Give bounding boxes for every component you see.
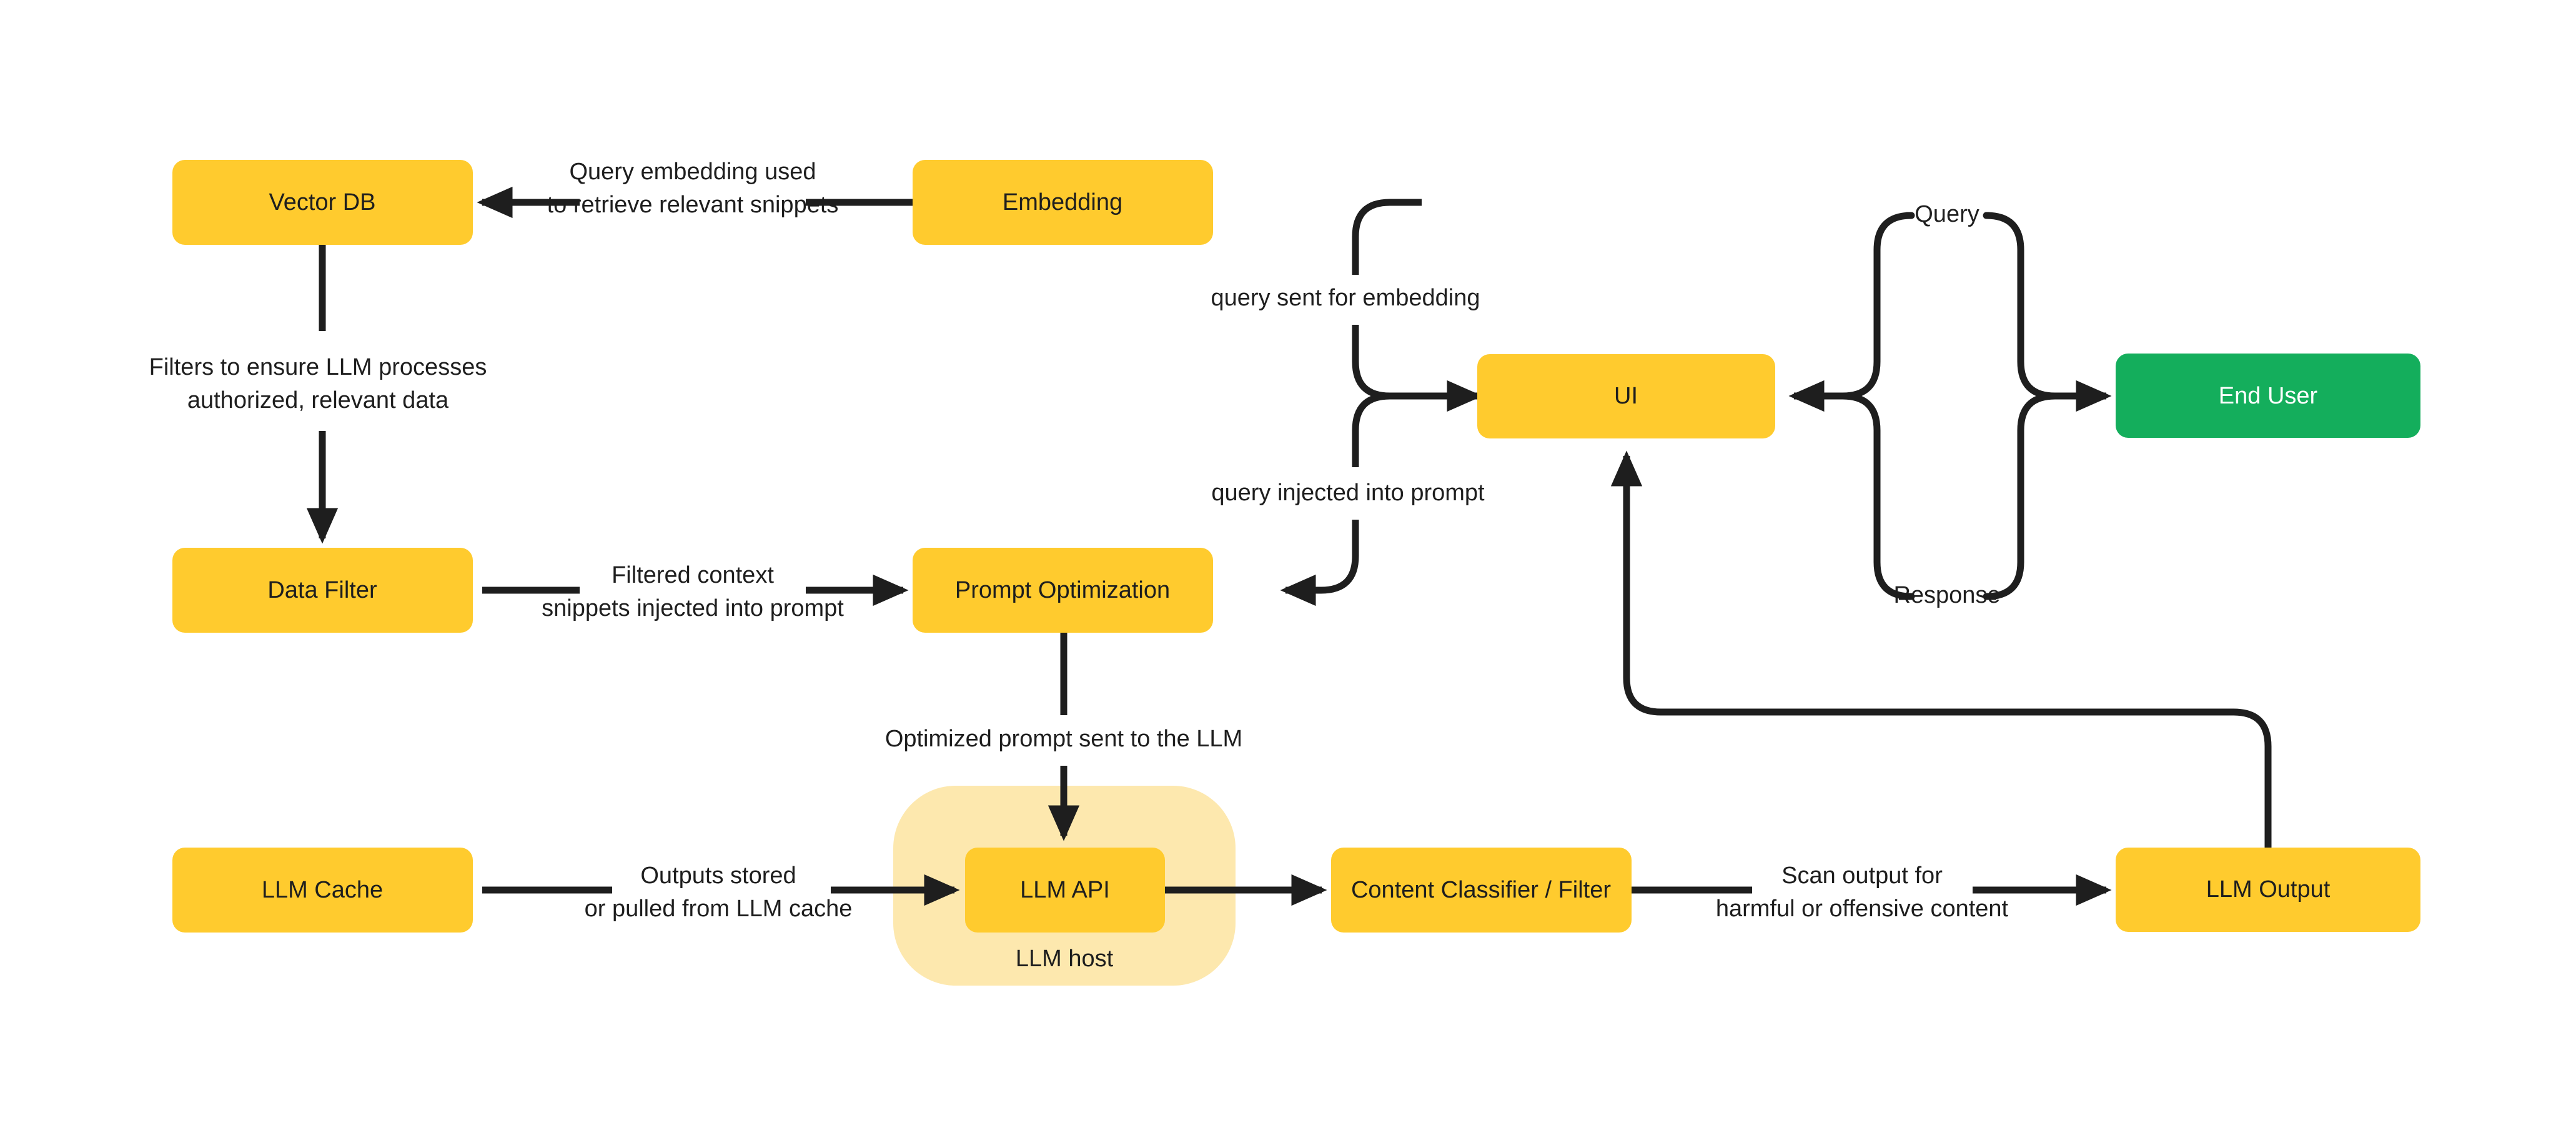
edge-ui-response-to-end-user-right	[1983, 392, 2097, 600]
edge-end-user-query-to-ui	[1794, 212, 1915, 400]
edge-label-line: Response	[1893, 582, 2000, 608]
node-llm-cache[interactable]: LLM Cache	[172, 848, 473, 933]
edge-label-line: Query	[1915, 201, 1979, 227]
edge-label-line: Optimized prompt sent to the LLM	[885, 726, 1242, 752]
edge-ui-response-to-end-user	[1794, 392, 1915, 600]
edge-llm-output-to-ui	[1610, 450, 2272, 848]
node-vector-db[interactable]: Vector DB	[172, 160, 473, 245]
llm-output-box[interactable]	[2116, 848, 2420, 932]
llm-api-label: LLM API	[1020, 877, 1110, 903]
edge-label-line: Scan output for	[1781, 863, 1943, 889]
edge-label-line: snippets injected into prompt	[542, 595, 844, 621]
edge-label-line: Filtered context	[612, 562, 774, 588]
vector-db-box[interactable]	[172, 160, 473, 245]
edge-label-optimized-prompt: Optimized prompt sent to the LLM	[885, 726, 1242, 752]
prompt-optimization-box[interactable]	[913, 548, 1213, 633]
edge-label-line: to retrieve relevant snippets	[547, 192, 839, 218]
edge-ui-to-prompt-opt	[1286, 392, 1477, 590]
data-filter-label: Data Filter	[267, 577, 377, 603]
edge-label-response-loop: Response	[1893, 582, 2000, 608]
end-user-label: End User	[2219, 383, 2318, 409]
ui-label: UI	[1614, 383, 1638, 409]
edge-label-filtered-context: Filtered context snippets injected into …	[542, 562, 844, 621]
edge-label-query-loop: Query	[1915, 201, 1979, 227]
node-llm-api[interactable]: LLM API	[965, 848, 1165, 933]
embedding-box[interactable]	[913, 160, 1213, 245]
edge-label-line: Outputs stored	[640, 863, 796, 889]
edge-label-query-embedding: Query embedding used to retrieve relevan…	[547, 159, 839, 218]
node-end-user[interactable]: End User	[2116, 354, 2420, 438]
data-filter-box[interactable]	[172, 548, 473, 633]
node-embedding[interactable]: Embedding	[913, 160, 1213, 245]
edge-label-line: query sent for embedding	[1211, 285, 1480, 311]
node-content-classifier[interactable]: Content Classifier / Filter	[1331, 848, 1632, 933]
content-classifier-label: Content Classifier / Filter	[1351, 877, 1611, 903]
edge-end-user-query-to-ui-right	[1983, 212, 2097, 400]
llm-api-box[interactable]	[965, 848, 1165, 933]
edge-label-line: harmful or offensive content	[1716, 896, 2009, 922]
embedding-label: Embedding	[1003, 189, 1122, 215]
edge-label-scan-output: Scan output for harmful or offensive con…	[1716, 863, 2009, 922]
edge-label-outputs-stored: Outputs stored or pulled from LLM cache	[585, 863, 853, 922]
node-layer: Vector DB Embedding UI End User Data Fil…	[172, 160, 2420, 933]
edge-label-query-sent-for-embedding: query sent for embedding	[1211, 285, 1480, 311]
node-data-filter[interactable]: Data Filter	[172, 548, 473, 633]
edge-label-query-injected-into-prompt: query injected into prompt	[1211, 480, 1485, 506]
node-llm-output[interactable]: LLM Output	[2116, 848, 2420, 932]
edge-label-line: authorized, relevant data	[187, 387, 449, 413]
llm-host-label: LLM host	[1016, 946, 1114, 972]
edge-label-line: query injected into prompt	[1211, 480, 1485, 506]
edge-label-filters-ensure: Filters to ensure LLM processes authoriz…	[149, 354, 487, 413]
prompt-optimization-label: Prompt Optimization	[955, 577, 1170, 603]
llm-cache-label: LLM Cache	[262, 877, 383, 903]
content-classifier-box[interactable]	[1331, 848, 1632, 933]
edge-label-layer: Query embedding used to retrieve relevan…	[149, 159, 2009, 922]
end-user-box[interactable]	[2116, 354, 2420, 438]
llm-cache-box[interactable]	[172, 848, 473, 933]
node-ui[interactable]: UI	[1477, 354, 1775, 438]
edge-label-line: or pulled from LLM cache	[585, 896, 853, 922]
node-prompt-optimization[interactable]: Prompt Optimization	[913, 548, 1213, 633]
edge-layer	[322, 202, 2272, 890]
vector-db-label: Vector DB	[269, 189, 375, 215]
ui-box[interactable]	[1477, 354, 1775, 438]
llm-output-label: LLM Output	[2206, 876, 2331, 903]
edge-label-line: Query embedding used	[569, 159, 816, 185]
edge-label-line: Filters to ensure LLM processes	[149, 354, 487, 380]
